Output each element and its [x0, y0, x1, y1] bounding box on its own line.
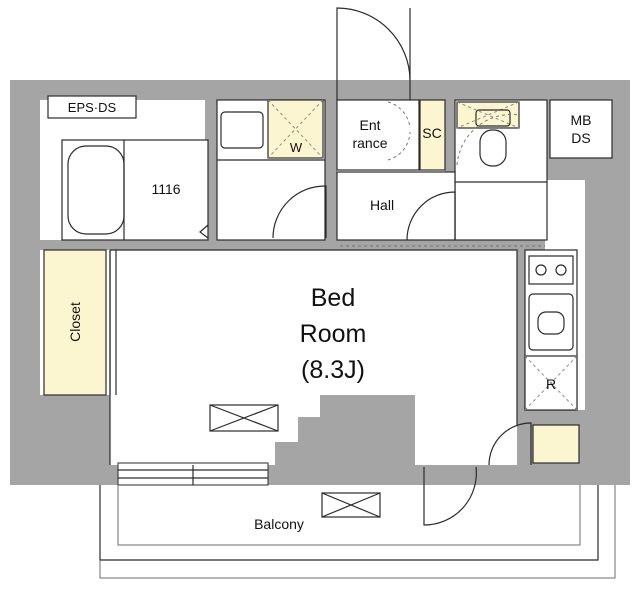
washroom: W [216, 99, 327, 241]
washer-label: W [290, 140, 303, 155]
hall-door [406, 191, 456, 241]
mb-ds-label-1: MB [571, 112, 592, 128]
front-door [336, 7, 411, 100]
toilet-tank [475, 109, 511, 127]
closet-label: Closet [67, 302, 83, 342]
entrance-label-2: rance [352, 135, 387, 151]
closet: Closet [43, 249, 117, 396]
balcony-window [117, 462, 269, 486]
bath-size-label: 1116 [151, 181, 180, 197]
toilet-room [454, 99, 548, 241]
toilet-door [456, 113, 521, 166]
kitchen-cabinet [532, 424, 580, 464]
balcony-label: Balcony [254, 516, 304, 532]
eps-ds-area: EPS·DS [47, 95, 137, 119]
bathroom: 1116 [61, 139, 209, 241]
mb-ds-area: MB DS [549, 99, 613, 159]
entrance-label-1: Ent [359, 117, 380, 133]
balcony: Balcony [99, 485, 616, 579]
wash-basin [220, 111, 264, 149]
shoe-cabinet-label: SC [422, 125, 441, 141]
entrance: Ent rance [336, 7, 420, 171]
bed-room-size: (8.3J) [301, 356, 365, 384]
washroom-door [272, 185, 327, 239]
mb-ds-label-2: DS [571, 130, 590, 146]
bed-room-label-2: Room [300, 320, 367, 348]
sink [528, 293, 574, 351]
kitchen: R [524, 249, 580, 464]
bed-room: Bed Room (8.3J) [109, 249, 532, 466]
bed-room-label-1: Bed [311, 284, 355, 312]
shoe-cabinet: SC [419, 99, 446, 171]
balcony-door [423, 466, 477, 526]
hall: Hall [336, 171, 545, 247]
hall-label: Hall [370, 197, 394, 213]
fridge-label: R [546, 376, 556, 392]
stove [528, 255, 574, 285]
air-conditioner [209, 404, 279, 432]
kitchen-side-door [488, 422, 532, 466]
toilet-bowl [479, 129, 507, 167]
outdoor-unit [321, 492, 381, 518]
eps-ds-label: EPS·DS [68, 100, 117, 115]
